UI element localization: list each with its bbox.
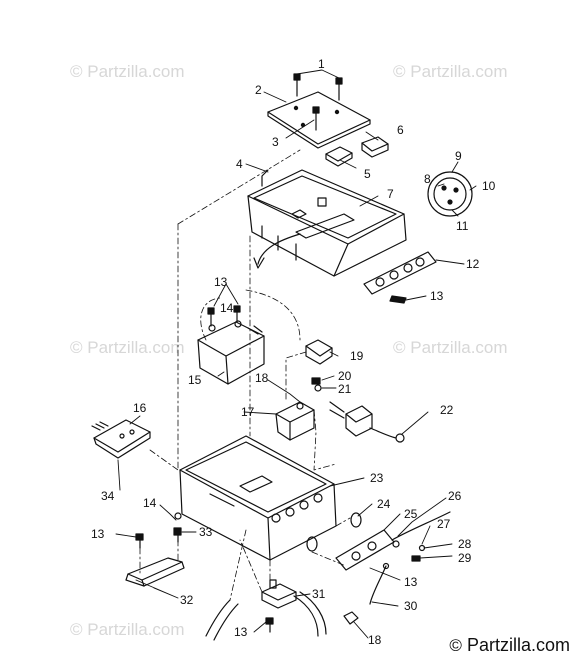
watermark: © Partzilla.com xyxy=(70,620,185,639)
connector-plate xyxy=(363,251,437,295)
grommet xyxy=(306,536,318,552)
screw xyxy=(207,307,216,332)
clip-block xyxy=(361,136,389,158)
callout-label: 4 xyxy=(236,157,243,171)
callout-label: 34 xyxy=(101,489,115,503)
direction-arrow xyxy=(253,257,265,269)
callout-label: 24 xyxy=(377,497,391,511)
callout-label: 7 xyxy=(387,187,394,201)
upper-box xyxy=(247,169,407,277)
cable xyxy=(369,565,387,605)
assembly-lines xyxy=(139,149,351,601)
callout-label: 14 xyxy=(143,496,157,510)
mounting-bracket xyxy=(125,557,185,587)
terminal xyxy=(382,562,390,570)
callout-label: 13 xyxy=(404,575,418,589)
gauge xyxy=(427,171,473,217)
callout-label: 18 xyxy=(368,633,382,647)
callout-label: 6 xyxy=(397,123,404,137)
wire-lead xyxy=(391,511,451,541)
callout-label: 10 xyxy=(482,179,496,193)
callout-label: 5 xyxy=(364,167,371,181)
grommet xyxy=(350,512,362,528)
terminal xyxy=(392,540,400,548)
callout-label: 27 xyxy=(437,517,451,531)
lower-box xyxy=(179,435,337,561)
speed-sensor xyxy=(205,579,327,641)
nut xyxy=(411,555,421,562)
direction-arrow xyxy=(257,233,301,265)
copyright-symbol: © xyxy=(449,636,462,655)
washer xyxy=(314,384,322,392)
callout-label: 2 xyxy=(255,83,262,97)
callout-label: 13 xyxy=(91,527,105,541)
callout-label: 25 xyxy=(404,507,418,521)
bracket xyxy=(275,401,315,441)
callout-label: 13 xyxy=(234,625,248,639)
callout-label: 16 xyxy=(133,401,147,415)
callout-label: 31 xyxy=(312,587,326,601)
screw xyxy=(173,527,182,543)
callout-label: 23 xyxy=(370,471,384,485)
callout-label: 28 xyxy=(458,537,472,551)
relay xyxy=(305,339,333,365)
callout-label: 15 xyxy=(188,373,202,387)
nut xyxy=(311,377,321,385)
callout-label: 32 xyxy=(180,593,194,607)
callout-label: 26 xyxy=(448,489,462,503)
leader-lines xyxy=(115,69,477,639)
callout-label: 13 xyxy=(430,289,444,303)
callout-label: 22 xyxy=(440,403,454,417)
callout-label: 3 xyxy=(272,135,279,149)
screw xyxy=(135,533,144,549)
cap xyxy=(343,611,359,625)
screw xyxy=(293,73,301,97)
watermark: © Partzilla.com xyxy=(393,62,508,81)
circuit-board xyxy=(91,419,151,459)
callout-label: 9 xyxy=(455,149,462,163)
callout-label: 12 xyxy=(466,257,480,271)
control-module xyxy=(197,321,265,385)
screw xyxy=(312,106,320,131)
callout-label: 14 xyxy=(220,301,234,315)
callout-label: 21 xyxy=(338,382,352,396)
screw xyxy=(265,617,274,633)
screw xyxy=(174,512,182,520)
callout-label: 8 xyxy=(424,172,431,186)
watermark: © Partzilla.com xyxy=(70,62,185,81)
cover-plate xyxy=(267,91,371,149)
callout-label: 33 xyxy=(199,525,213,539)
callout-label: 17 xyxy=(241,405,255,419)
callout-label: 18 xyxy=(255,371,269,385)
callout-label: 29 xyxy=(458,551,472,565)
wire xyxy=(261,169,269,187)
callout-label: 19 xyxy=(350,349,364,363)
callout-label: 11 xyxy=(456,219,469,233)
credit-logo: © Partzilla.com xyxy=(449,635,570,656)
screw xyxy=(389,295,407,304)
callout-label: 20 xyxy=(338,369,352,383)
callout-labels: 1 2 3 4 5 6 7 8 9 10 11 12 13 13 14 15 1… xyxy=(91,57,496,647)
screw xyxy=(233,305,242,328)
callout-label: 30 xyxy=(404,599,418,613)
screw xyxy=(335,77,343,101)
callout-label: 1 xyxy=(318,57,325,71)
callout-label: 13 xyxy=(214,275,228,289)
sensor xyxy=(329,401,405,443)
grommet-block xyxy=(325,146,353,167)
watermark: © Partzilla.com xyxy=(393,338,508,357)
watermark: © Partzilla.com xyxy=(70,338,185,357)
credit-text: Partzilla.com xyxy=(466,635,570,655)
